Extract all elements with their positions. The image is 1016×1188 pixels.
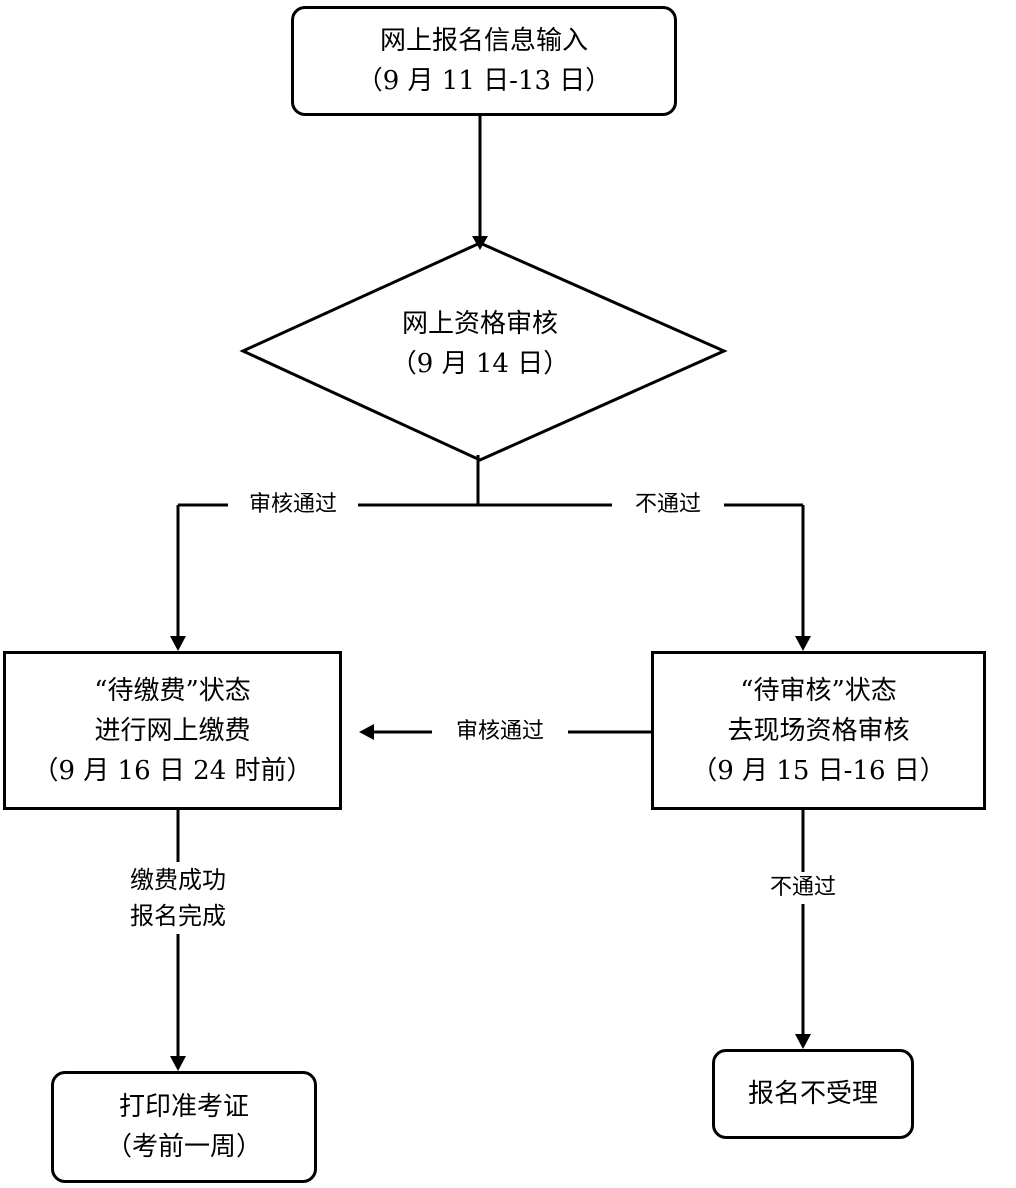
label-pay-done-line1: 缴费成功	[130, 866, 226, 894]
label-pay-done: 缴费成功 报名完成	[108, 862, 248, 934]
node-onsite-action: 去现场资格审核	[727, 715, 910, 746]
node-print-time: （考前一周）	[105, 1132, 262, 1162]
arrowhead-reject	[795, 1034, 811, 1049]
node-reject: 报名不受理	[712, 1049, 914, 1139]
node-print-title: 打印准考证	[118, 1092, 249, 1122]
node-review-title: 网上资格审核	[401, 309, 558, 339]
label-pay-done-line2: 报名完成	[130, 902, 226, 930]
arrowhead-pay-left	[359, 724, 374, 740]
arrowhead-print	[170, 1056, 186, 1071]
node-print: 打印准考证 （考前一周）	[51, 1071, 317, 1183]
node-pay: “待缴费”状态 进行网上缴费 （9 月 16 日 24 时前）	[3, 651, 342, 810]
label-onsite-pass: 审核通过	[432, 716, 568, 748]
label-review-pass: 审核通过	[228, 489, 358, 521]
arrowhead-review	[472, 236, 488, 250]
node-pay-deadline: （9 月 16 日 24 时前）	[32, 755, 313, 786]
label-review-fail: 不通过	[612, 489, 724, 521]
node-start-title: 网上报名信息输入	[379, 26, 588, 56]
node-pay-status: “待缴费”状态	[94, 675, 251, 706]
node-reject-title: 报名不受理	[747, 1079, 878, 1109]
label-onsite-fail: 不通过	[748, 872, 858, 904]
node-review-date: （9 月 14 日）	[390, 349, 570, 379]
node-onsite-status: “待审核”状态	[740, 675, 897, 706]
node-start-date: （9 月 11 日-13 日）	[356, 66, 612, 96]
arrowhead-pay	[170, 636, 186, 651]
arrowhead-onsite	[795, 636, 811, 651]
node-pay-action: 进行网上缴费	[94, 715, 251, 746]
node-start: 网上报名信息输入 （9 月 11 日-13 日）	[291, 6, 677, 116]
node-onsite: “待审核”状态 去现场资格审核 （9 月 15 日-16 日）	[651, 651, 986, 810]
node-onsite-date: （9 月 15 日-16 日）	[691, 755, 946, 786]
node-review: 网上资格审核 （9 月 14 日）	[340, 304, 620, 384]
review-diamond	[239, 241, 728, 462]
